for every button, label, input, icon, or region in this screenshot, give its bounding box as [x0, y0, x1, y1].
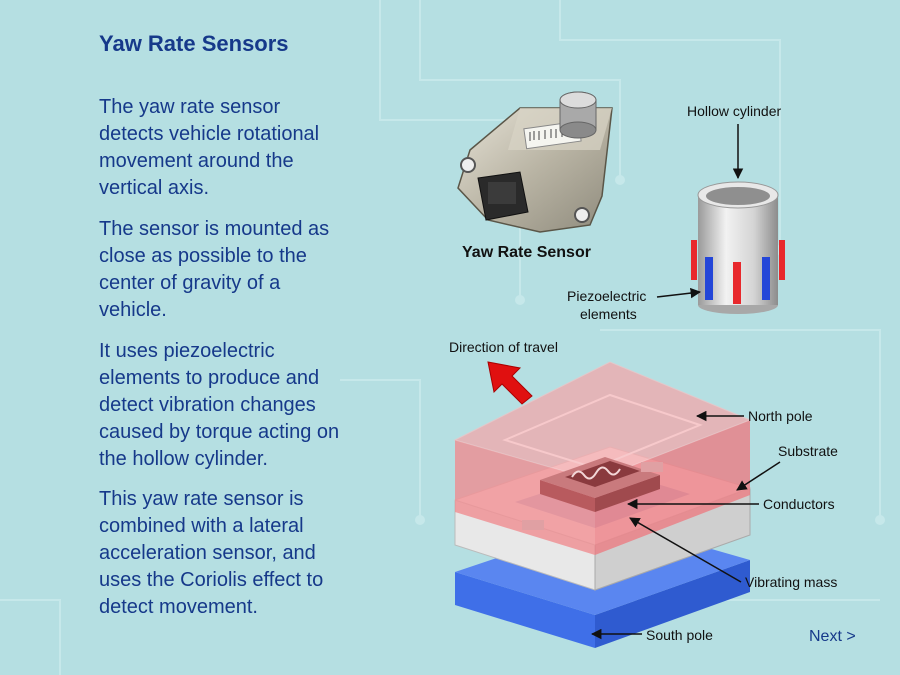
label-vibrating-mass: Vibrating mass: [745, 574, 837, 590]
paragraph-detects: The yaw rate sensor detects vehicle rota…: [99, 96, 320, 199]
vibrating-mass: [522, 457, 663, 530]
direction-arrow: [487, 361, 533, 405]
paragraph-piezoelectric: It uses piezoelectric elements to produc…: [99, 340, 340, 470]
label-south-pole: South pole: [646, 627, 713, 643]
yaw-rate-sensor-image: [457, 91, 613, 233]
sensor-caption: Yaw Rate Sensor: [462, 244, 591, 261]
label-direction-of-travel: Direction of travel: [449, 339, 558, 355]
next-button[interactable]: Next >: [809, 628, 856, 645]
arrow-piezoelectric: [656, 287, 702, 299]
paragraph-coriolis: This yaw rate sensor is combined with a …: [99, 488, 324, 618]
label-piezo-line1: Piezoelectric: [567, 288, 646, 304]
label-conductors: Conductors: [763, 496, 835, 512]
page-title: Yaw Rate Sensors: [99, 31, 289, 56]
label-hollow-cylinder: Hollow cylinder: [687, 103, 781, 119]
label-north-pole: North pole: [748, 408, 813, 424]
paragraph-mounting: The sensor is mounted as close as possib…: [99, 218, 330, 321]
label-substrate: Substrate: [778, 443, 838, 459]
arrow-substrate: [736, 461, 781, 491]
piezoelectric-elements: [691, 240, 785, 304]
arrow-vibrating-mass: [629, 517, 742, 583]
label-piezo-line2: elements: [580, 306, 637, 322]
